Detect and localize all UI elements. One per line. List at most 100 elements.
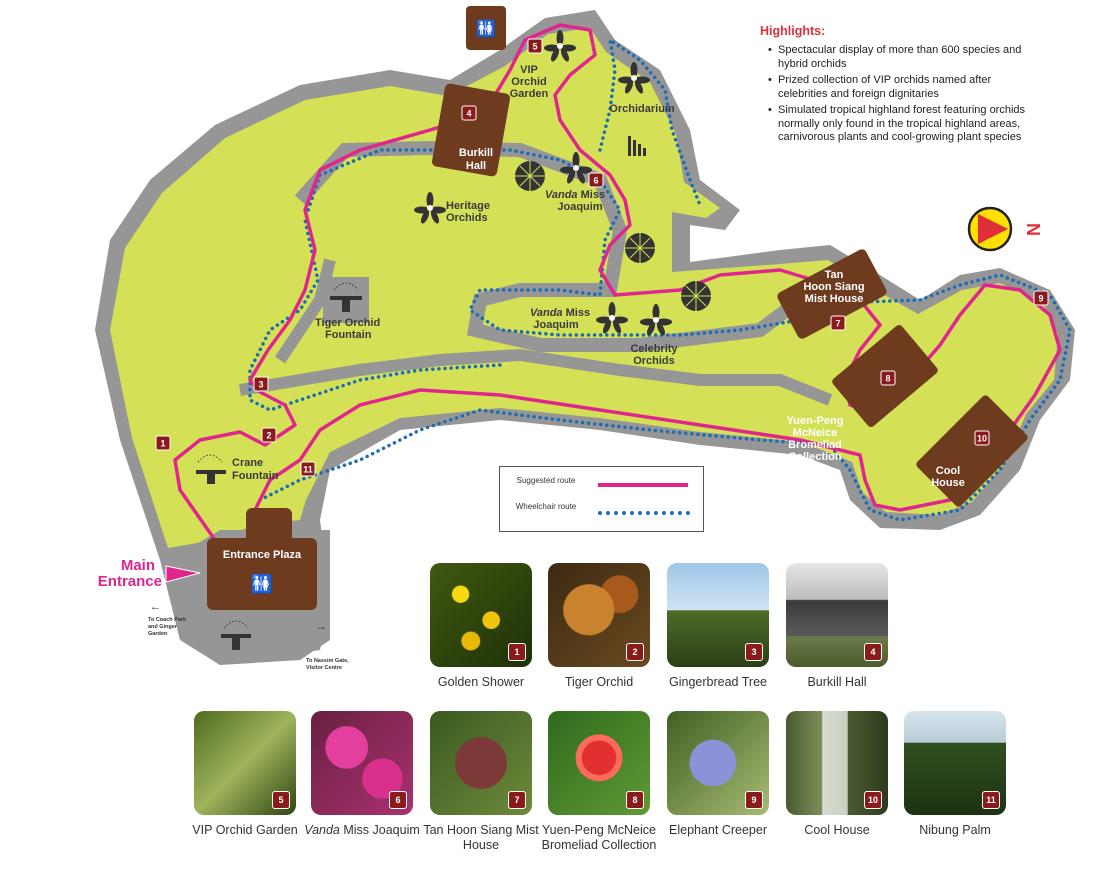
stop-marker-number: 7 xyxy=(835,319,840,329)
legend-route-row: Suggested route xyxy=(500,471,703,499)
photo-6[interactable]: 6 xyxy=(311,711,413,815)
photo-1[interactable]: 1 xyxy=(430,563,532,667)
vanda-south-italic: Vanda xyxy=(530,307,563,319)
caption-rest: Miss Joaquim xyxy=(339,823,420,837)
highlight-item: Simulated tropical highland forest featu… xyxy=(768,104,1040,145)
stop-marker-box xyxy=(830,315,846,331)
toilet-north[interactable] xyxy=(466,6,506,50)
photo-caption-1: Golden Shower xyxy=(437,675,525,689)
stop-marker-2[interactable]: 2 xyxy=(261,427,277,443)
photo-4[interactable]: 4 xyxy=(786,563,888,667)
toilet-north-icon: 🚻 xyxy=(476,19,496,38)
tan-hoon-siang-building[interactable] xyxy=(776,248,889,341)
pavilion-icon-1 xyxy=(515,161,545,191)
photo-8[interactable]: 8 xyxy=(548,711,650,815)
photo-10[interactable]: 10 xyxy=(786,711,888,815)
suggested-route xyxy=(173,23,1062,542)
stop-marker-6[interactable]: 6 xyxy=(588,172,604,188)
stop-marker-box xyxy=(261,427,277,443)
pavilion-icon-2 xyxy=(625,233,655,263)
photo-11[interactable]: 11 xyxy=(904,711,1006,815)
nassim-label-2: Visitor Centre xyxy=(306,665,342,671)
tiger-fountain-label-2: Fountain xyxy=(325,329,372,341)
heritage-label-2: Orchids xyxy=(446,212,488,224)
main-entrance-arrow-icon xyxy=(165,565,201,583)
highlights-panel: Highlights: Spectacular display of more … xyxy=(760,24,1040,148)
burkill-label-1: Burkill xyxy=(459,147,493,159)
vanda-north-italic: Vanda xyxy=(545,189,578,201)
orchidarium-label: Orchidarium xyxy=(609,103,675,115)
photo-badge: 5 xyxy=(272,791,290,809)
highlights-list: Spectacular display of more than 600 spe… xyxy=(760,44,1040,145)
highlight-item: Prized collection of VIP orchids named a… xyxy=(768,74,1040,101)
crane-fountain-icon xyxy=(196,454,226,484)
legend-route-swatch xyxy=(598,483,688,487)
map-inner-path-2 xyxy=(239,348,833,406)
vanda-south-rest: Miss xyxy=(563,307,591,319)
photo-9[interactable]: 9 xyxy=(667,711,769,815)
pavilion-icon-3 xyxy=(681,281,711,311)
yp-label-4: Collection xyxy=(788,451,841,463)
crane-label-1: Crane xyxy=(232,457,263,469)
stop-marker-7[interactable]: 7 xyxy=(830,315,846,331)
orchid-icon-vanda-south xyxy=(596,302,628,334)
tan-label-2: Hoon Siang xyxy=(803,281,864,293)
tiger-orchid-fountain-icon xyxy=(323,277,369,323)
map-legend: Suggested route Wheelchair route xyxy=(499,466,704,532)
yp-label-2: McNeice xyxy=(793,427,838,439)
entrance-plaza-label: Entrance Plaza xyxy=(223,549,302,561)
stop-marker-9[interactable]: 9 xyxy=(1033,290,1049,306)
entrance-plaza-building[interactable] xyxy=(207,538,317,610)
arrow-right-icon: → xyxy=(315,619,327,633)
vanda-north-label-1: Vanda Miss xyxy=(545,189,605,201)
photo-5[interactable]: 5 xyxy=(194,711,296,815)
stop-marker-11[interactable]: 11 xyxy=(300,461,316,477)
legend-wheelchair-label: Wheelchair route xyxy=(515,502,577,511)
vanda-south-label-1: Vanda Miss xyxy=(530,307,590,319)
vanda-north-label-2: Joaquim xyxy=(557,201,602,213)
cool-label-1: Cool xyxy=(936,465,960,477)
stop-marker-10[interactable]: 10 xyxy=(974,430,990,446)
vanda-south-label-2: Joaquim xyxy=(533,319,578,331)
orchid-icon-orchidarium xyxy=(618,62,650,94)
photo-caption-4: Burkill Hall xyxy=(807,675,867,689)
nassim-label-1: To Nassim Gate, xyxy=(306,658,349,664)
legend-wheelchair-row: Wheelchair route xyxy=(500,499,703,527)
photo-badge: 4 xyxy=(864,643,882,661)
photo-7[interactable]: 7 xyxy=(430,711,532,815)
vip-label-2: Orchid xyxy=(511,76,546,88)
photo-badge: 11 xyxy=(982,791,1000,809)
photo-2[interactable]: 2 xyxy=(548,563,650,667)
photo-caption-11: Nibung Palm xyxy=(919,823,991,837)
photo-badge: 7 xyxy=(508,791,526,809)
stop-marker-number: 8 xyxy=(885,374,890,384)
stop-marker-box xyxy=(880,370,896,386)
celebrity-label-1: Celebrity xyxy=(630,343,678,355)
cool-house-building[interactable] xyxy=(915,394,1030,509)
stop-marker-number: 5 xyxy=(532,42,537,52)
photo-caption-2: Tiger Orchid xyxy=(564,675,634,689)
stop-marker-8[interactable]: 8 xyxy=(880,370,896,386)
photo-3[interactable]: 3 xyxy=(667,563,769,667)
plaza-fountain-icon xyxy=(221,620,251,650)
stairs-icon xyxy=(628,136,646,156)
photo-badge: 1 xyxy=(508,643,526,661)
stop-marker-box xyxy=(974,430,990,446)
burkill-label-2: Hall xyxy=(466,160,486,172)
burkill-hall-building[interactable] xyxy=(431,83,511,177)
photo-caption-6: Vanda Miss Joaquim xyxy=(297,823,427,838)
photo-badge: 2 xyxy=(626,643,644,661)
stop-marker-5[interactable]: 5 xyxy=(527,38,543,54)
tan-label-1: Tan xyxy=(825,269,844,281)
stop-markers: 1 2 3 4 5 6 7 8 9 10 11 xyxy=(155,38,1049,477)
photo-caption-3: Gingerbread Tree xyxy=(669,675,767,689)
coach-label-2: and Ginger xyxy=(148,624,178,630)
stop-marker-box xyxy=(527,38,543,54)
stop-marker-number: 10 xyxy=(977,434,987,444)
stop-marker-box xyxy=(461,105,477,121)
coach-label-3: Garden xyxy=(148,631,168,637)
stop-marker-3[interactable]: 3 xyxy=(253,376,269,392)
stop-marker-4[interactable]: 4 xyxy=(461,105,477,121)
tiger-fountain-label-1: Tiger Orchid xyxy=(315,317,380,329)
stop-marker-1[interactable]: 1 xyxy=(155,435,171,451)
